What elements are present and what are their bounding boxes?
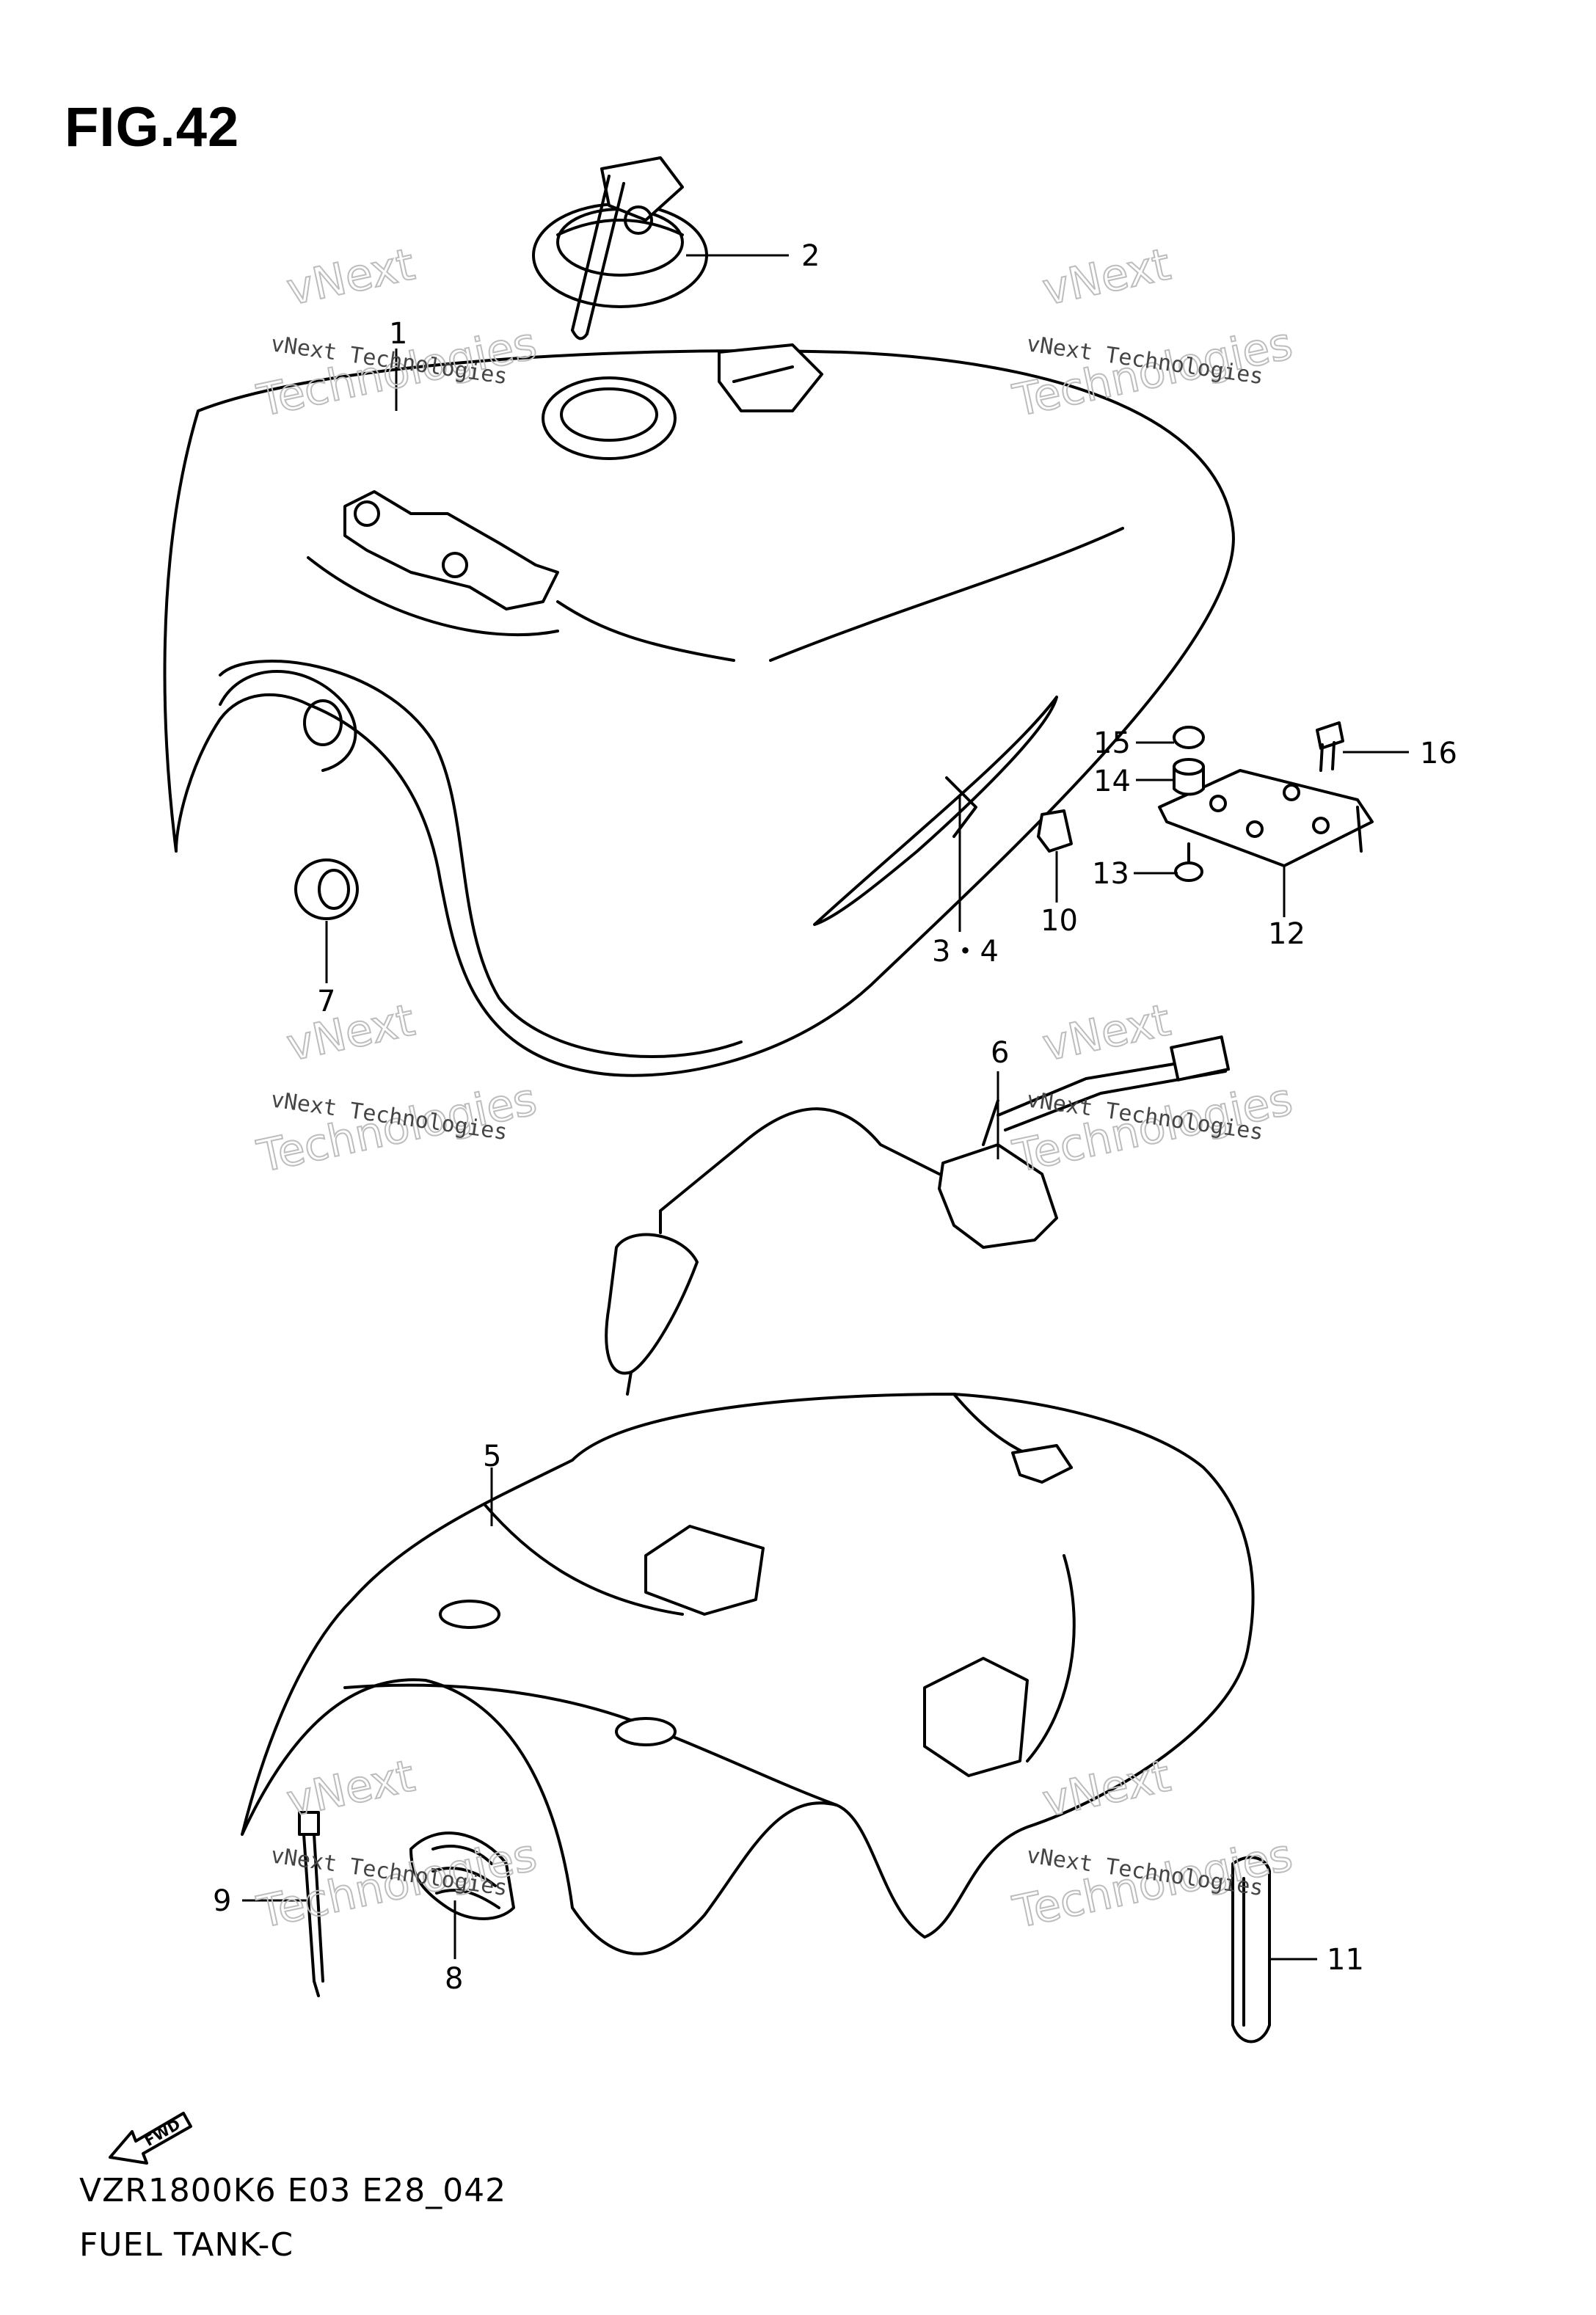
watermark-brand: vNext <box>283 1750 419 1827</box>
cushion-15-part[interactable] <box>1173 726 1205 749</box>
fuel-gauge-part[interactable] <box>605 1035 1231 1396</box>
section-name: FUEL TANK-C <box>79 2226 294 2264</box>
fwd-label: FWD <box>142 2115 183 2150</box>
callout-8: 8 <box>445 1962 463 1996</box>
watermark-brand: vNext <box>283 238 419 316</box>
grommet-part[interactable] <box>409 1831 515 1920</box>
callout-2: 2 <box>801 239 820 273</box>
callout-11: 11 <box>1327 1943 1364 1977</box>
cable-tie-part[interactable] <box>298 1811 324 1997</box>
fwd-arrow-icon: FWD <box>109 2112 192 2165</box>
model-code: VZR1800K6 E03 E28_042 <box>79 2172 507 2209</box>
bracket-12-part[interactable] <box>1158 769 1374 867</box>
bolt-13-part[interactable] <box>1174 842 1203 882</box>
bolt-16-part[interactable] <box>1316 721 1344 772</box>
watermark-brand: vNext <box>1038 238 1175 316</box>
tank-cushion-part[interactable] <box>294 858 359 920</box>
callout-labels: 2 1 3・4 5 6 7 8 9 10 11 12 13 14 15 16 <box>213 239 1457 1996</box>
callout-10: 10 <box>1041 904 1078 938</box>
fuel-tank-part[interactable] <box>163 343 1235 1077</box>
drain-hose-part[interactable] <box>1231 1856 1271 2044</box>
callout-16: 16 <box>1420 737 1457 770</box>
callout-13: 13 <box>1092 857 1129 891</box>
callout-12: 12 <box>1268 917 1305 951</box>
leader-lines <box>242 254 1409 1961</box>
callout-7: 7 <box>317 985 335 1018</box>
callout-9: 9 <box>213 1884 231 1918</box>
cushion-10-part[interactable] <box>1037 809 1073 853</box>
figure-title: FIG.42 <box>65 96 240 158</box>
spacer-14-part[interactable] <box>1173 758 1205 796</box>
callout-14: 14 <box>1093 765 1131 798</box>
watermark-brand: vNext <box>283 994 419 1071</box>
callout-6: 6 <box>991 1036 1009 1070</box>
watermark-brand: vNext <box>1038 994 1175 1071</box>
tank-cover-part[interactable] <box>241 1393 1255 1955</box>
callout-3-4: 3・4 <box>932 935 999 969</box>
callout-5: 5 <box>483 1440 501 1473</box>
fuel-cap-part[interactable] <box>532 156 708 340</box>
callout-1: 1 <box>389 317 407 351</box>
callout-15: 15 <box>1093 726 1131 760</box>
